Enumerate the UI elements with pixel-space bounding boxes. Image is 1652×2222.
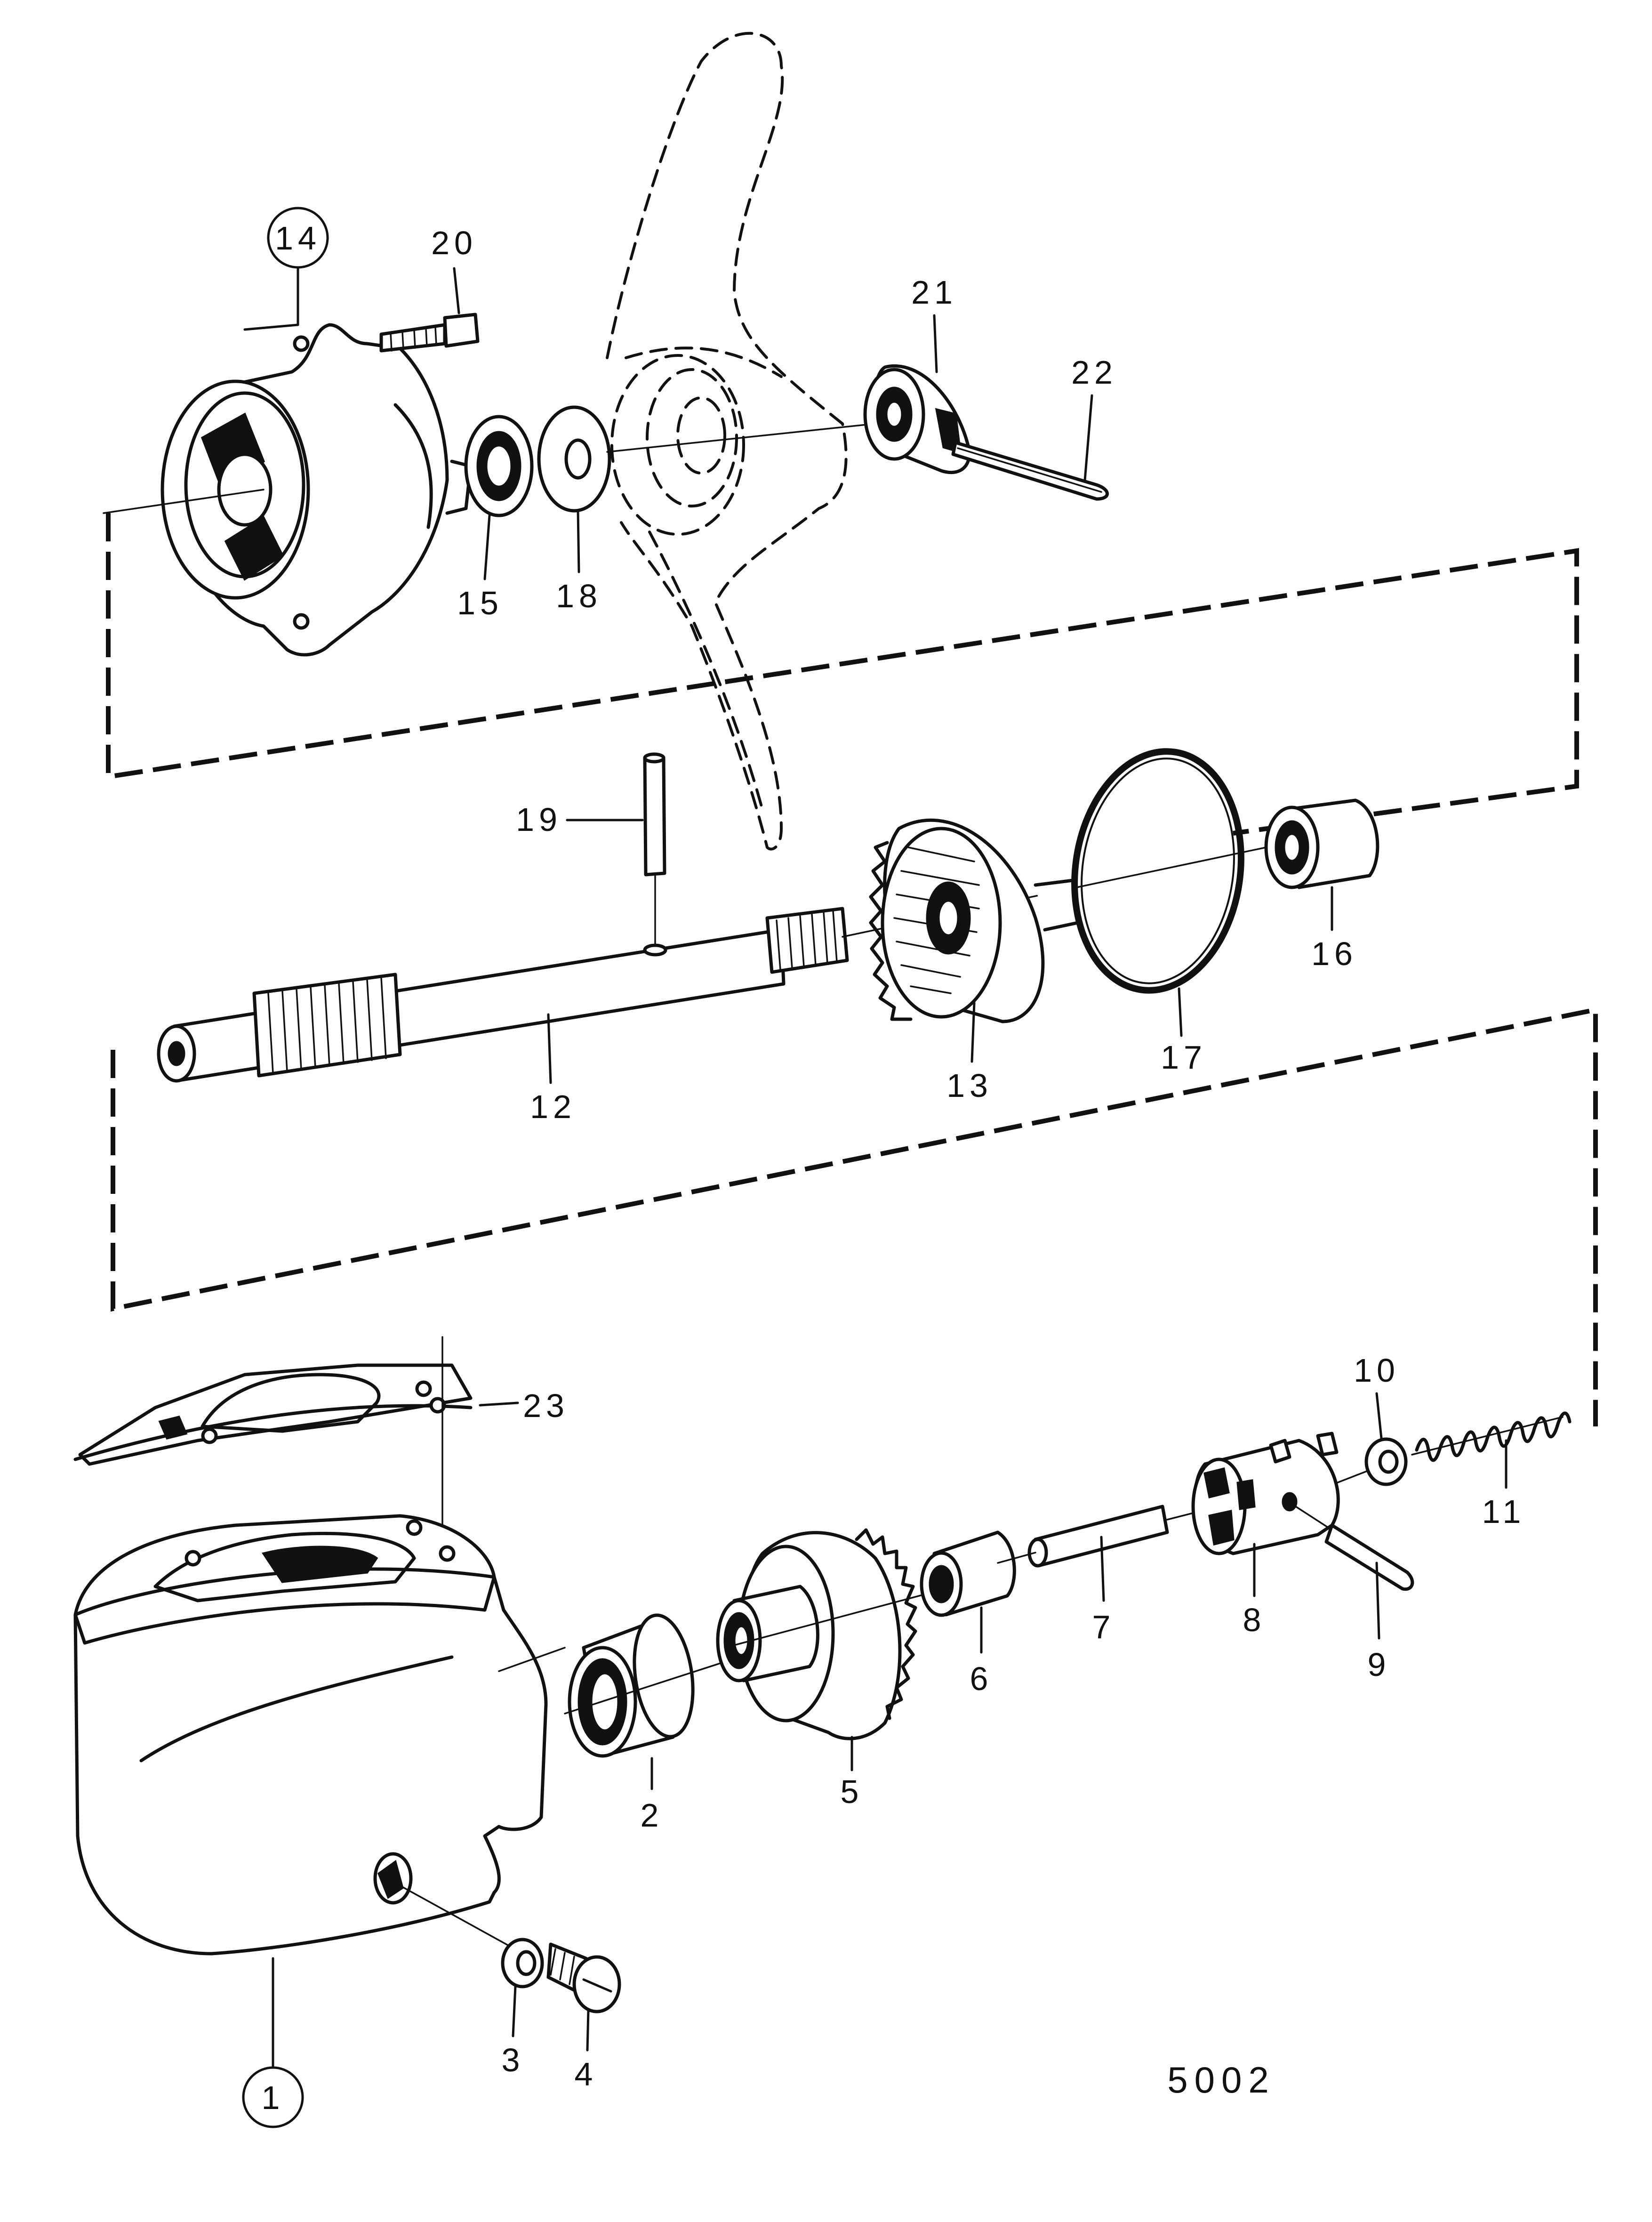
callout-21-label: 21 — [911, 274, 957, 311]
callout-12-label: 12 — [530, 1088, 576, 1125]
part-5-spur-gear: 5 — [716, 1528, 938, 1810]
callout-23-label: 23 — [523, 1387, 569, 1424]
callout-5-label: 5 — [841, 1773, 864, 1810]
callout-20-label: 20 — [431, 225, 477, 261]
part-1-gear-housing — [73, 1514, 566, 1959]
part-12-propeller-shaft: 12 — [157, 907, 849, 1125]
part-11-spring: 11 — [1411, 1411, 1572, 1530]
part-6-sleeve: 6 — [920, 1530, 1016, 1697]
part-21-propeller-nut: 21 — [863, 274, 971, 475]
part-9-cross-pin: 9 — [1291, 1503, 1414, 1683]
upper-assembly-frame — [106, 513, 1579, 836]
callout-15-label: 15 — [457, 585, 503, 621]
callout-13-label: 13 — [946, 1067, 993, 1104]
callout-10-label: 10 — [1354, 1352, 1400, 1389]
drawing-number: 5002 — [1167, 2059, 1275, 2101]
callout-17-label: 17 — [1161, 1039, 1207, 1076]
callout-4-label: 4 — [575, 2056, 598, 2093]
callout-16-label: 16 — [1311, 935, 1357, 972]
part-8-dog-clutch: 8 — [1191, 1432, 1380, 1638]
part-19-pin: 19 — [516, 752, 666, 947]
callout-1: 1 — [242, 1957, 304, 2128]
part-7-shift-shaft: 7 — [997, 1505, 1211, 1645]
callout-22-label: 22 — [1071, 354, 1117, 391]
propeller-outline — [606, 32, 848, 851]
upper-centerline — [606, 423, 876, 453]
callout-11-label: 11 — [1482, 1493, 1526, 1530]
part-23-gasket: 23 — [73, 1336, 569, 1545]
part-16-bushing: 16 — [1264, 798, 1379, 972]
lower-assembly-frame — [111, 1006, 1598, 1426]
part-14-bearing-housing — [103, 323, 473, 657]
callout-1-label: 1 — [262, 2079, 285, 2116]
callout-18-label: 18 — [556, 578, 602, 614]
part-3-washer: 3 — [501, 1938, 544, 2078]
callout-2-label: 2 — [641, 1797, 664, 1834]
part-13-bevel-gear: 13 — [869, 818, 1080, 1104]
callout-6-label: 6 — [970, 1660, 993, 1697]
part-2-flanged-bushing: 2 — [564, 1613, 726, 1834]
part-20-socket-screw: 20 — [379, 225, 480, 353]
callout-14: 14 — [243, 207, 329, 331]
part-15-seal: 15 — [457, 415, 534, 621]
callout-14-label: 14 — [275, 220, 321, 257]
callout-7-label: 7 — [1092, 1609, 1115, 1645]
part-22-cotter-pin: 22 — [951, 354, 1117, 501]
callout-3-label: 3 — [502, 2042, 525, 2078]
callout-19-label: 19 — [516, 801, 562, 838]
part-17-o-ring: 17 — [1071, 748, 1244, 1076]
callout-8-label: 8 — [1243, 1602, 1266, 1638]
part-4-slotted-screw: 4 — [546, 1942, 621, 2093]
callout-9-label: 9 — [1368, 1646, 1391, 1683]
part-18-washer: 18 — [537, 405, 611, 614]
part-10-washer: 10 — [1354, 1352, 1408, 1486]
